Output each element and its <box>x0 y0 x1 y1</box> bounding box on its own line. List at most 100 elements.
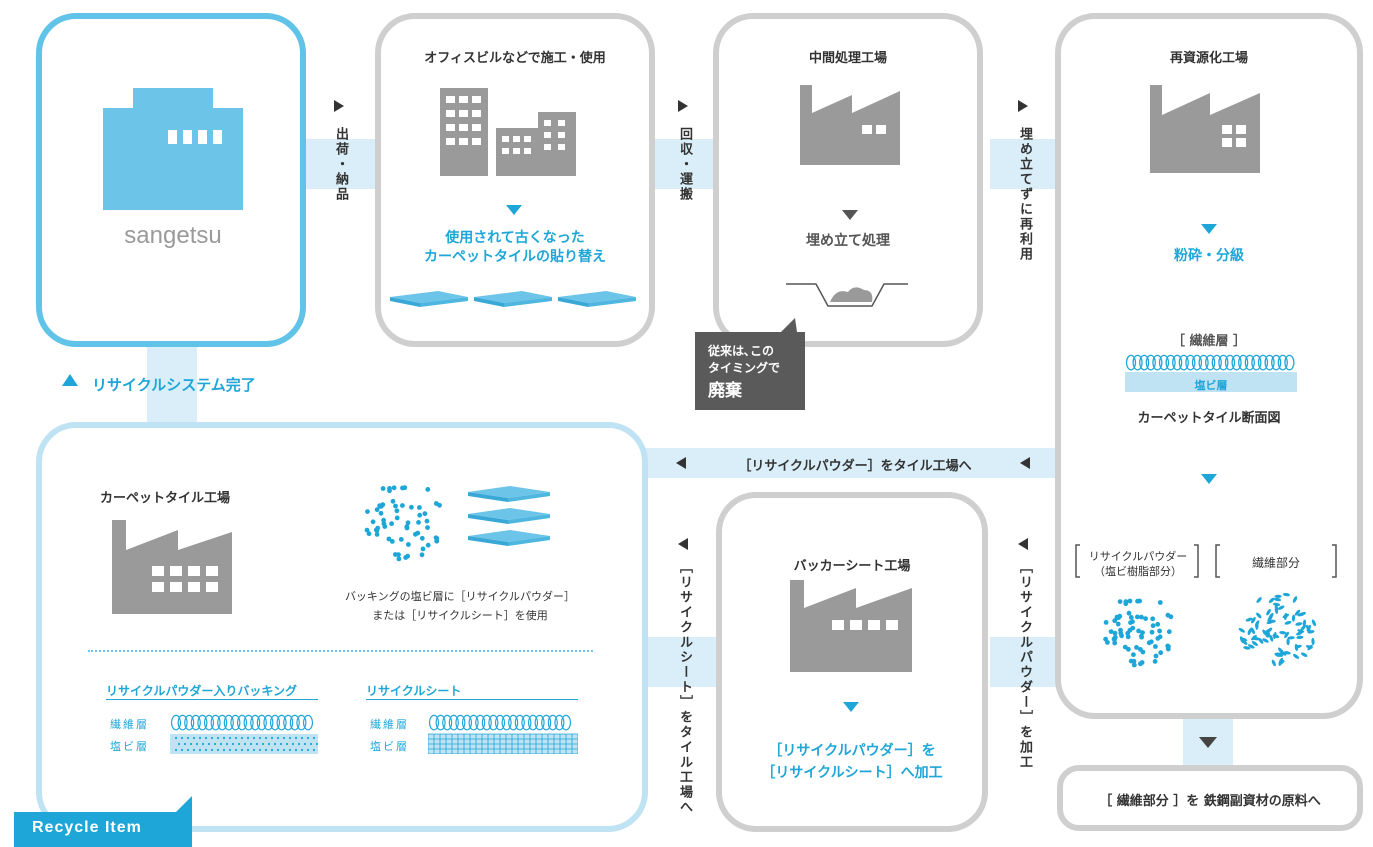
powder-particle <box>255 742 259 746</box>
powder-dots-icon <box>364 485 442 562</box>
carpet-tiles-icon <box>390 291 636 307</box>
particle-dot <box>381 521 387 526</box>
mid-title: 中間処理工場 <box>808 51 887 66</box>
particle-dot <box>1112 640 1118 646</box>
powder-particle <box>192 736 196 740</box>
particle-dot <box>1153 653 1159 659</box>
sheet-underline <box>366 699 578 700</box>
particle-dot <box>1241 639 1248 645</box>
arrow-right-icon <box>334 100 344 112</box>
particle-dot <box>394 508 400 514</box>
particle-dot <box>1155 636 1161 641</box>
backing-fiber-label: 繊維層 <box>110 718 149 731</box>
particle-dot <box>1165 646 1171 652</box>
particle-dot <box>1252 637 1260 641</box>
powder-particle <box>252 748 256 752</box>
arrow-left-icon <box>676 457 686 469</box>
fiber-loop <box>428 714 440 731</box>
steel-note: ［ 繊維部分 ］を 鉄鋼副資材の原料へ <box>1099 794 1321 809</box>
fiber-loop <box>501 714 512 731</box>
powder-particle <box>306 748 310 752</box>
particle-dot <box>1135 598 1140 604</box>
particle-dot <box>422 511 428 517</box>
particle-dot <box>1115 621 1121 627</box>
particle-dot <box>1251 617 1256 624</box>
fiber-loop <box>455 714 466 731</box>
particle-dot <box>396 556 402 562</box>
powder-particle <box>291 742 295 746</box>
fiber-dots-icon <box>1238 592 1317 667</box>
particle-dot <box>1140 630 1145 635</box>
fiber-loop <box>296 714 307 731</box>
fiber-loop <box>547 714 558 731</box>
fiber-layer-label: ［ 繊維層 ］ <box>1171 334 1247 349</box>
particle-dot <box>375 525 381 531</box>
fiber-loop <box>1172 354 1183 371</box>
arrow-up-icon <box>62 374 78 386</box>
arrow-down-icon <box>506 205 522 215</box>
particle-dot <box>1238 627 1245 633</box>
particle-dot <box>1266 630 1270 638</box>
fiber-loop <box>1152 354 1163 371</box>
flow-collect-label: 回収・運搬 <box>677 127 692 202</box>
landfill-pit-icon <box>786 283 908 307</box>
particle-dot <box>1165 612 1171 618</box>
particle-dot <box>1284 631 1290 639</box>
fiber-loop <box>488 714 499 731</box>
dotted-divider <box>88 650 593 652</box>
particle-dot <box>404 524 410 530</box>
fiber-loop <box>263 714 274 731</box>
particle-dot <box>1131 662 1137 668</box>
powder-particle <box>267 742 271 746</box>
particle-dot <box>1256 597 1262 603</box>
fiber-loop <box>1178 354 1189 371</box>
brand-name: sangetsu <box>124 222 222 249</box>
fiber-loop <box>217 714 228 731</box>
particle-dot <box>1125 634 1131 640</box>
particle-dot <box>1306 624 1312 632</box>
particle-dot <box>1294 644 1302 649</box>
powder-particle <box>294 736 298 740</box>
fiber-loop <box>534 714 545 731</box>
particle-dot <box>1150 623 1156 629</box>
fiber-loop <box>1284 354 1295 371</box>
particle-dot <box>394 515 400 521</box>
fiber-loop <box>256 714 267 731</box>
particle-dot <box>396 552 401 558</box>
powder-particle <box>258 736 262 740</box>
powder-particle <box>228 736 232 740</box>
office-desc-2: カーペットタイルの貼り替え <box>424 249 606 265</box>
particle-dot <box>374 532 380 537</box>
flow-powder-to-tile-label: ［リサイクルパウダー］をタイル工場へ <box>738 459 972 474</box>
arrow-down-icon <box>1201 474 1217 484</box>
particle-dot <box>1268 612 1274 620</box>
powder-particle <box>264 748 268 752</box>
backer-desc-2: ［リサイクルシート］へ加工 <box>761 765 943 781</box>
particle-dot <box>1282 613 1290 619</box>
powder-particle <box>264 736 268 740</box>
fiber-loop <box>541 714 552 731</box>
powder-particle <box>234 748 238 752</box>
callout-bubble <box>695 318 805 410</box>
particle-dot <box>1297 629 1305 633</box>
particle-dot <box>1273 602 1281 607</box>
powder-particle <box>312 748 316 752</box>
powder-particle <box>183 742 187 746</box>
particle-dot <box>409 504 414 510</box>
powder-particle <box>231 742 235 746</box>
fiber-loop <box>1271 354 1282 371</box>
office-buildings-icon <box>440 88 576 176</box>
fiber-loop <box>289 714 300 731</box>
particle-dot <box>1146 640 1152 646</box>
fiber-part-label: 繊維部分 <box>1251 556 1300 570</box>
powder-particle <box>198 736 202 740</box>
powder-particle <box>186 736 190 740</box>
fiber-loop <box>554 714 565 731</box>
particle-dot <box>1127 627 1133 633</box>
particle-dot <box>1108 629 1114 634</box>
particle-dot <box>1278 660 1285 665</box>
powder-particle <box>216 748 220 752</box>
particle-dot <box>1126 646 1131 652</box>
powder-particle <box>174 736 178 740</box>
landfill-label: 埋め立て処理 <box>806 233 890 249</box>
